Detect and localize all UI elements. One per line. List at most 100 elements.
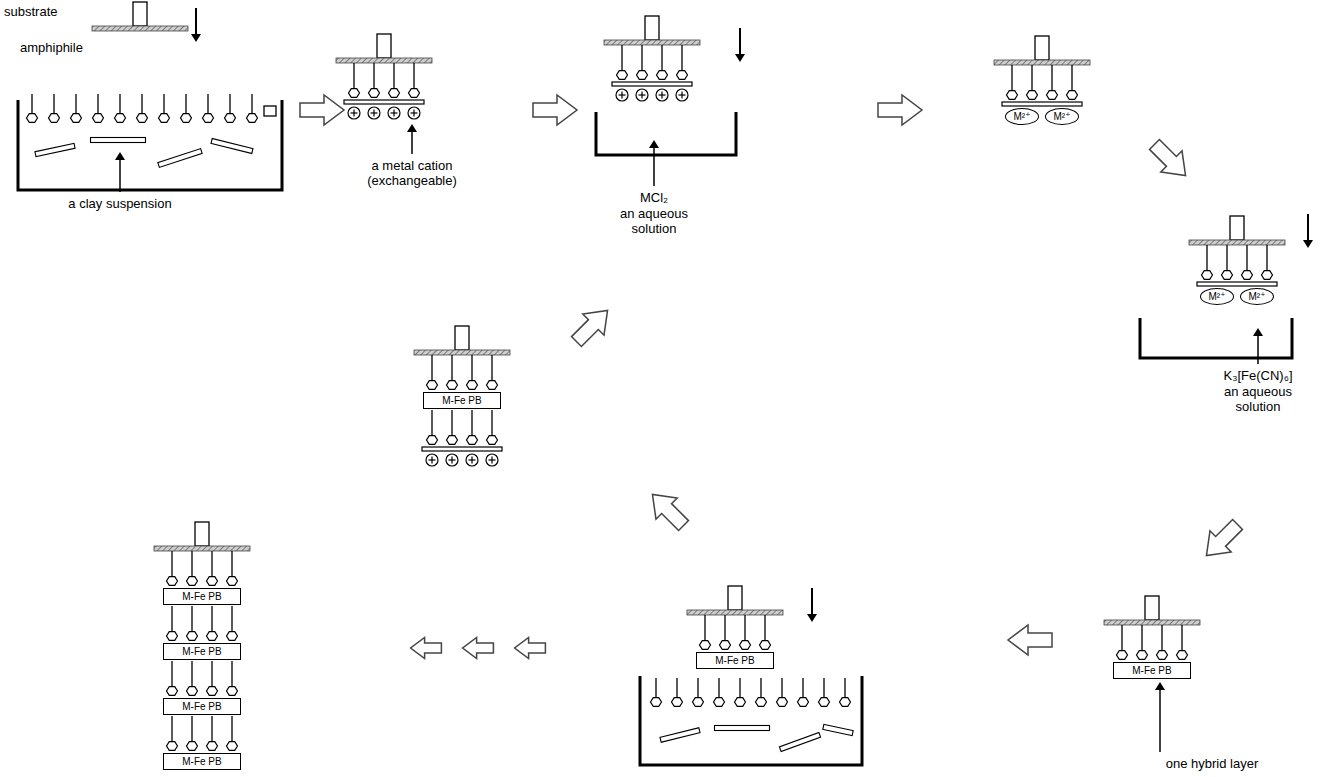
amphiphile-head: [427, 381, 438, 390]
annotation-label: an aqueous solution: [1220, 384, 1296, 414]
amphiphile-head: [27, 114, 38, 123]
annotation-label: a metal cation (exchangeable): [357, 158, 467, 188]
amphiphile-head: [207, 632, 218, 641]
amphiphile-tail: [676, 678, 677, 697]
amphiphile-tail: [1051, 65, 1052, 90]
amphiphile-tail: [724, 615, 725, 640]
substrate-plate: [604, 40, 700, 45]
amphiphile-head: [677, 71, 688, 80]
annotation-label: one hybrid layer: [1147, 756, 1277, 771]
amphiphile-head: [1007, 91, 1018, 100]
amphiphile-head: [207, 687, 218, 696]
cation-plus: [413, 110, 414, 117]
amphiphile-head: [167, 577, 178, 586]
amphiphile-tail: [491, 410, 492, 435]
amphiphile-head: [798, 698, 809, 707]
amphiphile-tail: [231, 661, 232, 686]
prussian-blue-layer: M-Fe PB: [163, 643, 241, 660]
amphiphile-tail: [1181, 625, 1182, 650]
substrate-plate: [336, 58, 432, 63]
prussian-blue-layer: M-Fe PB: [423, 392, 501, 409]
step-arrow: [566, 300, 618, 352]
amphiphile-tail: [211, 551, 212, 576]
cation-oval: M²⁺: [1045, 108, 1079, 125]
amphiphile-tail: [171, 606, 172, 631]
barrier: [264, 106, 276, 116]
amphiphile-head: [756, 698, 767, 707]
cation-plus: [431, 457, 432, 464]
substrate-holder: [1035, 36, 1049, 60]
cation-plus: [451, 457, 452, 464]
amphiphile-tail: [413, 63, 414, 88]
amphiphile-head: [181, 114, 192, 123]
amphiphile-tail: [163, 94, 164, 113]
amphiphile-head: [672, 698, 683, 707]
cation-plus: [661, 92, 662, 99]
node-text: M²⁺: [1054, 111, 1071, 123]
cation-symbol: [408, 107, 420, 119]
clay-particle: [779, 732, 820, 751]
amphiphile-tail: [141, 94, 142, 113]
amphiphile-head: [1222, 271, 1233, 280]
amphiphile-tail: [1206, 245, 1207, 270]
amphiphile-tail: [431, 355, 432, 380]
annotation-label: substrate: [4, 4, 94, 19]
amphiphile-head: [1067, 91, 1078, 100]
amphiphile-head: [227, 687, 238, 696]
amphiphile-tail: [621, 45, 622, 70]
amphiphile-head: [840, 698, 851, 707]
amphiphile-tail: [353, 63, 354, 88]
amphiphile-tail: [491, 355, 492, 380]
step-arrow: [411, 638, 442, 659]
cation-plus: [491, 457, 492, 464]
cation-plus: [641, 92, 642, 99]
substrate-plate: [414, 350, 510, 355]
amphiphile-tail: [844, 678, 845, 697]
substrate-plate: [687, 610, 783, 615]
amphiphile-head: [487, 381, 498, 390]
amphiphile-tail: [211, 716, 212, 741]
amphiphile-head: [760, 641, 771, 650]
amphiphile-tail: [191, 551, 192, 576]
amphiphile-head: [49, 114, 60, 123]
amphiphile-tail: [251, 94, 252, 113]
amphiphile-tail: [744, 615, 745, 640]
leader-arrowhead: [1155, 682, 1165, 690]
amphiphile-tail: [781, 678, 782, 697]
amphiphile-head: [1262, 271, 1273, 280]
annotation-label: an aqueous solution: [616, 206, 692, 236]
leader-line: [653, 147, 655, 186]
clay-sheet: [1197, 282, 1277, 286]
clay-sheet: [344, 100, 424, 104]
dip-arrowhead: [807, 614, 817, 622]
amphiphile-head: [1242, 271, 1253, 280]
dip-arrow: [195, 8, 197, 35]
cation-symbol: [616, 89, 628, 101]
leader-arrowhead: [649, 140, 659, 148]
amphiphile-tail: [1246, 245, 1247, 270]
amphiphile-tail: [451, 355, 452, 380]
amphiphile-head: [637, 71, 648, 80]
step-arrow: [515, 638, 546, 659]
amphiphile-head: [247, 114, 258, 123]
node-text: M-Fe PB: [182, 701, 221, 713]
amphiphile-head: [1177, 651, 1188, 660]
substrate-holder: [377, 34, 391, 58]
clay-particle: [35, 143, 75, 156]
amphiphile-head: [700, 641, 711, 650]
amphiphile-head: [225, 114, 236, 123]
cation-oval: M²⁺: [1200, 288, 1234, 305]
amphiphile-head: [93, 114, 104, 123]
dip-arrow: [739, 28, 741, 55]
amphiphile-tail: [681, 45, 682, 70]
node-text: M-Fe PB: [715, 655, 754, 667]
cation-oval: M²⁺: [1240, 288, 1274, 305]
node-text: M²⁺: [1249, 291, 1266, 303]
leader-arrowhead: [407, 124, 417, 132]
amphiphile-head: [159, 114, 170, 123]
cation-symbol: [426, 454, 438, 466]
amphiphile-tail: [760, 678, 761, 697]
amphiphile-tail: [171, 716, 172, 741]
